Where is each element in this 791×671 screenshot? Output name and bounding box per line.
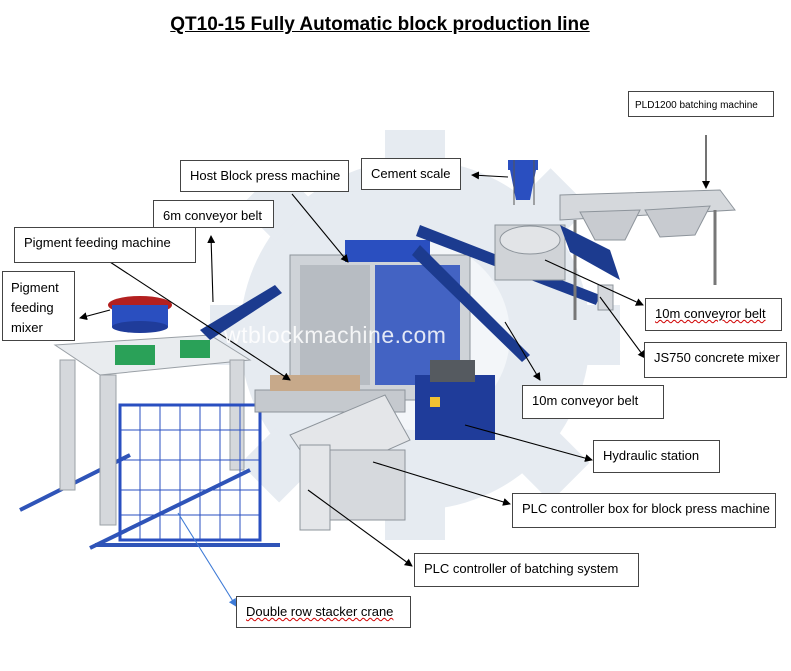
label-pld1200-batching-machine: PLD1200 batching machine xyxy=(628,91,774,117)
label-text: 10m conveyror belt xyxy=(655,306,766,321)
stacker-crane-arrow xyxy=(177,512,237,607)
label-10m-conveyor-belt-top: 10m conveyror belt xyxy=(645,298,782,331)
cement-scale xyxy=(508,160,538,205)
plc-control-cabinet xyxy=(289,394,411,531)
label-6m-conveyor-belt: 6m conveyor belt xyxy=(153,200,274,228)
ten-m-conveyor-lower xyxy=(412,245,530,362)
label-text: Double row stacker crane xyxy=(246,604,394,619)
label-text: PLD1200 batching machine xyxy=(635,100,758,111)
label-text: Hydraulic station xyxy=(603,448,700,463)
label-text: Cement scale xyxy=(371,166,451,181)
label-text: Pigment feeding mixer xyxy=(11,280,59,335)
label-plc-controller-block-press: PLC controller box for block press machi… xyxy=(512,493,776,528)
js750-mixer xyxy=(494,224,566,281)
stacker-crane xyxy=(53,334,262,542)
label-10m-conveyor-belt: 10m conveyor belt xyxy=(522,385,664,419)
label-pigment-feeding-mixer: Pigment feeding mixer xyxy=(2,271,75,341)
label-hydraulic-station: Hydraulic station xyxy=(593,440,720,473)
label-text: PLC controller box for block press machi… xyxy=(522,501,770,516)
callout-arrows xyxy=(79,135,710,567)
label-double-row-stacker-crane: Double row stacker crane xyxy=(236,596,411,628)
watermark-text: wtblockmachine.com xyxy=(224,322,447,348)
label-text: 10m conveyor belt xyxy=(532,393,639,408)
label-plc-controller-batching: PLC controller of batching system xyxy=(414,553,639,587)
label-js750-concrete-mixer: JS750 concrete mixer xyxy=(644,342,787,378)
label-text: Host Block press machine xyxy=(190,168,341,183)
label-text: JS750 concrete mixer xyxy=(654,350,780,365)
label-pigment-feeding-machine: Pigment feeding machine xyxy=(14,227,196,263)
pld1200-batching-machine xyxy=(559,189,736,320)
page-title: QT10-15 Fully Automatic block production… xyxy=(170,14,590,35)
pigment-mixer xyxy=(108,296,172,333)
label-text: Pigment feeding machine xyxy=(24,235,171,250)
label-text: PLC controller of batching system xyxy=(424,561,619,576)
six-m-conveyor xyxy=(200,285,282,340)
label-cement-scale: Cement scale xyxy=(361,158,461,190)
label-text: 6m conveyor belt xyxy=(163,208,262,223)
label-host-block-press: Host Block press machine xyxy=(180,160,349,192)
